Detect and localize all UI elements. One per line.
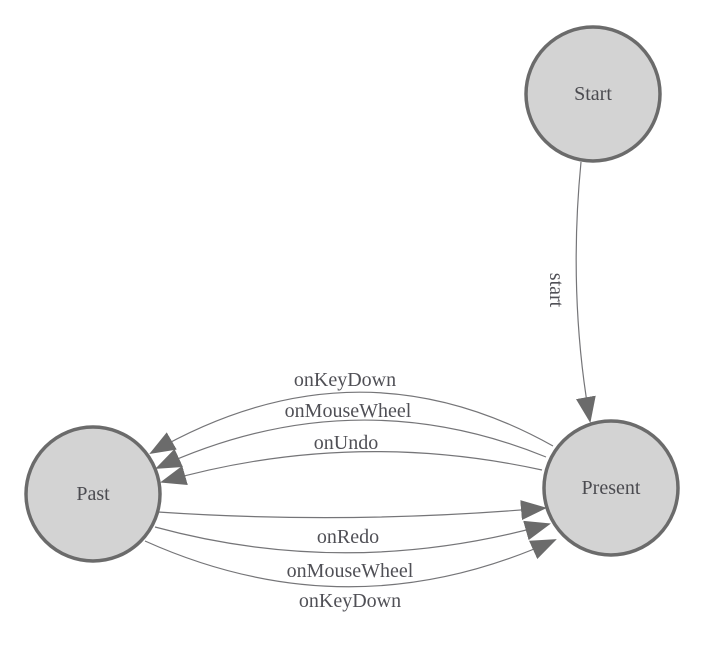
transition-edge-onmousewheel-upper[interactable] [155,419,547,469]
state-node-past[interactable]: Past [24,425,162,563]
transition-edge-onredo[interactable] [157,500,547,521]
transition-edge-onmousewheel-lower[interactable] [154,520,551,554]
edge-label-onmousewheel-lower: onMouseWheel [287,560,414,582]
transition-edge-onkeydown-lower[interactable] [144,539,557,588]
state-circle-past[interactable] [24,425,162,563]
state-circle-present[interactable] [542,419,680,557]
state-circle-start[interactable] [524,25,662,163]
edge-labels-layer: start onKeyDown onMouseWheel onUndo onRedo on… [285,273,567,612]
edge-label-onundo: onUndo [314,432,378,454]
edge-label-onkeydown-lower: onKeyDown [299,590,401,612]
edge-label-onmousewheel-upper: onMouseWheel [285,400,412,422]
state-node-start[interactable]: Start [524,25,662,163]
edges-layer [144,161,596,588]
edge-label-onkeydown-upper: onKeyDown [294,369,396,391]
transition-edge-start[interactable] [575,161,596,423]
edge-label-start: start [545,273,567,308]
edge-label-onredo: onRedo [317,526,379,548]
transition-edge-onkeydown-upper[interactable] [149,391,554,455]
transition-edge-onundo[interactable] [160,451,543,485]
state-node-present[interactable]: Present [542,419,680,557]
